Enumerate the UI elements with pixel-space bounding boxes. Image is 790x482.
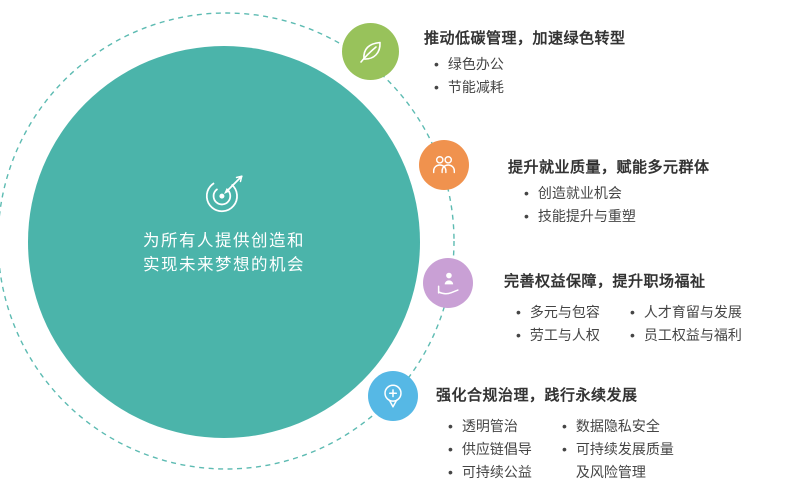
target-dart-icon: [205, 175, 243, 213]
section-rights-welfare: 完善权益保障，提升职场福祉 多元与包容 劳工与人权 人才育留与发展 员工权益与福…: [504, 270, 742, 344]
badge-plus-icon: [384, 384, 402, 408]
list-item: 劳工与人权: [516, 326, 616, 344]
list-item: 透明管治: [448, 417, 548, 435]
leaf-icon: [359, 41, 381, 63]
section-low-carbon: 推动低碳管理，加速绿色转型 绿色办公 节能减耗: [424, 27, 626, 96]
central-mission-circle: 为所有人提供创造和 实现未来梦想的机会: [28, 46, 420, 438]
node-employment: [419, 140, 469, 190]
section-items-col2: 人才育留与发展 员工权益与福利: [630, 298, 742, 344]
node-governance: [368, 371, 418, 421]
list-item: 多元与包容: [516, 303, 616, 321]
section-employment: 提升就业质量，赋能多元群体 创造就业机会 技能提升与重塑: [508, 156, 710, 225]
section-title: 提升就业质量，赋能多元群体: [508, 159, 710, 176]
node-rights-welfare: [423, 258, 473, 308]
section-items-col1: 多元与包容 劳工与人权: [516, 298, 616, 344]
list-item: 可持续发展质量: [562, 440, 674, 458]
node-low-carbon: [342, 23, 399, 80]
list-item: 技能提升与重塑: [524, 207, 710, 225]
list-item: 员工权益与福利: [630, 326, 742, 344]
list-item: 绿色办公: [434, 55, 626, 73]
list-item: 数据隐私安全: [562, 417, 674, 435]
section-items-col2: 数据隐私安全 可持续发展质量 及风险管理: [562, 412, 674, 482]
section-columns: 多元与包容 劳工与人权 人才育留与发展 员工权益与福利: [516, 298, 742, 344]
section-items: 绿色办公 节能减耗: [434, 55, 626, 96]
central-mission-content: 为所有人提供创造和 实现未来梦想的机会: [143, 170, 305, 278]
central-mission-text: 为所有人提供创造和 实现未来梦想的机会: [143, 230, 305, 278]
section-items-col1: 透明管治 供应链倡导 可持续公益: [448, 412, 548, 482]
person-in-hand-icon: [437, 272, 459, 295]
list-item: 供应链倡导: [448, 440, 548, 458]
list-item: 人才育留与发展: [630, 303, 742, 321]
central-mission-line1: 为所有人提供创造和: [143, 232, 305, 251]
list-item: 节能减耗: [434, 78, 626, 96]
people-icon: [432, 156, 456, 174]
list-item-continuation: 及风险管理: [575, 464, 646, 481]
section-title: 完善权益保障，提升职场福祉: [504, 273, 706, 290]
section-title: 强化合规治理，践行永续发展: [436, 387, 638, 404]
central-mission-line2: 实现未来梦想的机会: [143, 256, 305, 274]
section-items: 创造就业机会 技能提升与重塑: [524, 184, 710, 225]
list-item: 创造就业机会: [524, 184, 710, 202]
list-item: 可持续公益: [448, 463, 548, 481]
section-columns: 透明管治 供应链倡导 可持续公益 数据隐私安全 可持续发展质量 及风险管理: [448, 412, 674, 482]
section-title: 推动低碳管理，加速绿色转型: [424, 30, 626, 47]
section-governance: 强化合规治理，践行永续发展 透明管治 供应链倡导 可持续公益 数据隐私安全 可持…: [436, 384, 674, 482]
